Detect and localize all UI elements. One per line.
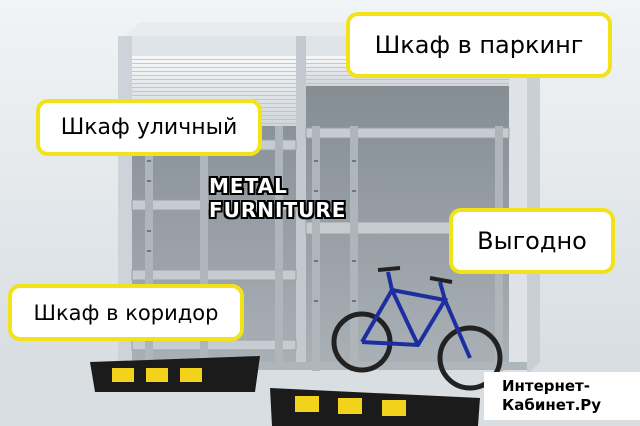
callout-street-text: Шкаф уличный	[60, 115, 238, 140]
brand-title: METAL FURNITURE	[209, 174, 347, 222]
callout-corridor: Шкаф в коридор	[8, 284, 244, 341]
callout-profit-text: Выгодно	[477, 227, 587, 255]
callout-parking-text: Шкаф в паркинг	[374, 31, 584, 59]
watermark-line2: Кабинет.Ру	[502, 396, 602, 414]
watermark: Интернет- Кабинет.Ру	[484, 372, 640, 420]
parking-curbs	[90, 356, 480, 426]
bicycle	[331, 266, 503, 391]
callout-profit: Выгодно	[449, 208, 615, 274]
callout-parking: Шкаф в паркинг	[346, 12, 612, 78]
watermark-line1: Интернет-	[502, 377, 590, 395]
callout-street: Шкаф уличный	[36, 99, 262, 156]
callout-corridor-text: Шкаф в коридор	[33, 300, 219, 325]
